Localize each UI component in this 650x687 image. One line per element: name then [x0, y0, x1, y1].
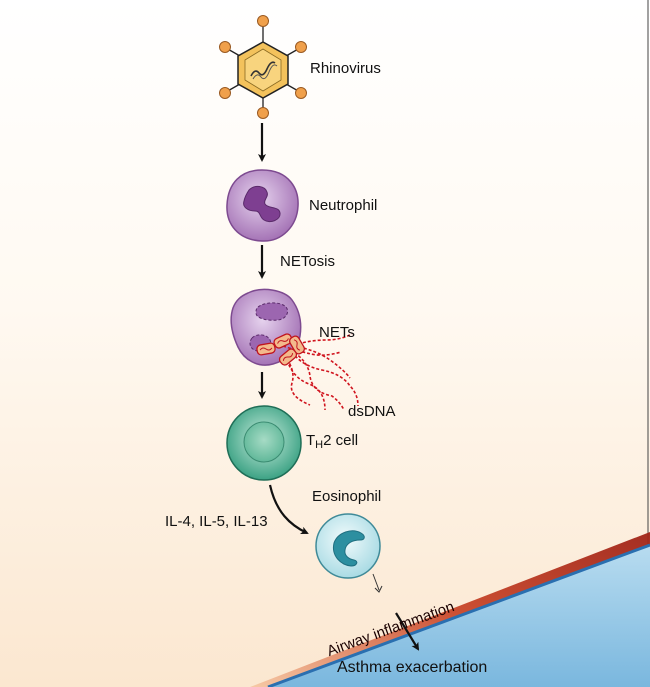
nets-label: NETs	[319, 324, 355, 341]
arrow-th2-to-eosinophil	[268, 484, 309, 535]
th2-cell-icon	[226, 405, 302, 481]
arrow-eosinophil-to-airway	[372, 573, 380, 591]
netosis-label: NETosis	[280, 253, 336, 270]
asthma-exacerbation-label: Asthma exacerbation	[337, 659, 488, 676]
th2-subscript: H	[315, 439, 324, 451]
dsdna-strands	[282, 333, 359, 411]
eosinophil-icon	[315, 513, 381, 579]
airway-tissue	[250, 532, 650, 687]
arrow-eosinophil-head	[374, 585, 383, 593]
rhinovirus-label: Rhinovirus	[310, 60, 381, 77]
neutrophil-icon	[226, 169, 299, 242]
rhinovirus-icon	[219, 15, 307, 119]
th2-prefix: T	[306, 432, 316, 449]
interleukins-label: IL-4, IL-5, IL-13	[165, 513, 268, 530]
th2-suffix: 2 cell	[323, 432, 359, 449]
histone-marks	[256, 333, 306, 366]
eosinophil-label: Eosinophil	[312, 488, 382, 505]
arrow-to-asthma	[395, 612, 420, 651]
dsdna-label: dsDNA	[348, 403, 396, 420]
th2-cell-label: TH2 cell	[306, 433, 358, 451]
neutrophil-label: Neutrophil	[309, 197, 378, 214]
